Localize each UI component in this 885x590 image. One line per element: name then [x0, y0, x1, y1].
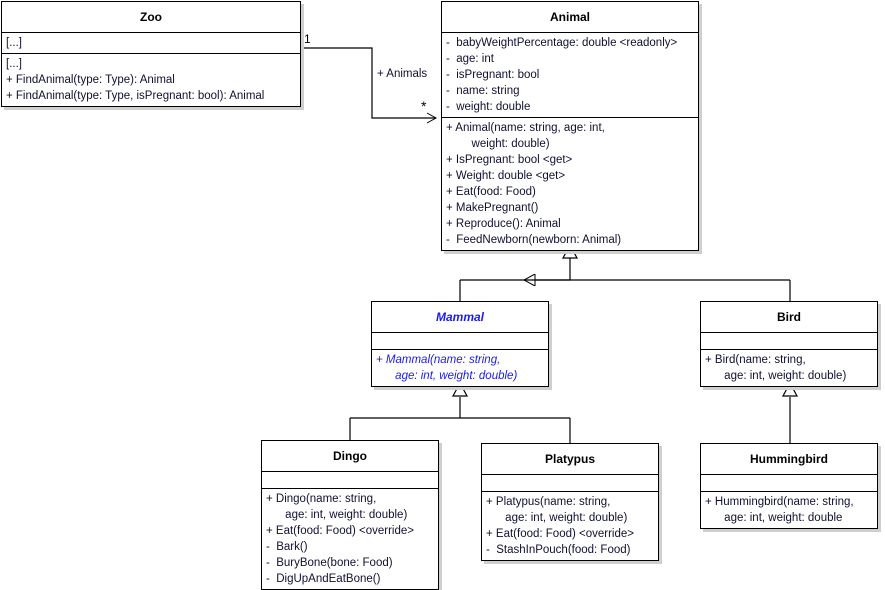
operation-row: age: int, weight: double)	[486, 512, 628, 524]
operation-row: weight: double)	[446, 138, 550, 150]
operation-row: + Bird(name: string,	[705, 354, 806, 366]
class-title-hummingbird: Hummingbird	[701, 444, 877, 475]
operation-row: + Eat(food: Food)	[446, 186, 536, 198]
attribute-row: - name: string	[446, 85, 520, 97]
operation-row: - BuryBone(bone: Food)	[266, 557, 393, 569]
class-box-bird[interactable]: Bird + Bird(name: string, age: int, weig…	[700, 301, 878, 387]
operation-row: age: int, weight: double	[705, 512, 843, 524]
class-operations-zoo: [...] + FindAnimal(type: Type): Animal +…	[2, 54, 300, 106]
class-title-platypus: Platypus	[482, 444, 658, 475]
operation-row: + Animal(name: string, age: int,	[446, 122, 605, 134]
operation-row: age: int, weight: double)	[376, 370, 518, 382]
edge-bird-hummingbird	[781, 381, 799, 443]
edge-mammal-generalizations	[349, 381, 571, 443]
multiplicity-zoo-source: 1	[304, 32, 311, 46]
class-box-hummingbird[interactable]: Hummingbird + Hummingbird(name: string, …	[700, 443, 878, 529]
attribute-row: - isPregnant: bool	[446, 69, 540, 81]
multiplicity-animal-target: *	[421, 98, 427, 114]
class-box-zoo[interactable]: Zoo [...] [...] + FindAnimal(type: Type)…	[1, 1, 301, 107]
attribute-row: - weight: double	[446, 101, 531, 113]
edge-zoo-animal	[303, 47, 438, 124]
class-operations-hummingbird: + Hummingbird(name: string, age: int, we…	[701, 492, 877, 528]
class-operations-bird: + Bird(name: string, age: int, weight: d…	[701, 350, 877, 386]
class-attributes-platypus	[482, 475, 658, 492]
class-operations-mammal: + Mammal(name: string, age: int, weight:…	[372, 350, 548, 386]
class-operations-animal: + Animal(name: string, age: int, weight:…	[442, 118, 698, 250]
class-title-animal: Animal	[442, 2, 698, 33]
operation-row: - StashInPouch(food: Food)	[486, 544, 631, 556]
attribute-row: [...]	[6, 37, 22, 49]
operation-row: + Hummingbird(name: string,	[705, 496, 854, 508]
class-box-animal[interactable]: Animal - babyWeightPercentage: double <r…	[441, 1, 699, 251]
operation-row: + Mammal(name: string,	[376, 354, 501, 366]
class-attributes-hummingbird	[701, 475, 877, 492]
edge-animal-generalizations	[459, 243, 791, 301]
class-box-mammal[interactable]: Mammal + Mammal(name: string, age: int, …	[371, 301, 549, 387]
operation-row: + Weight: double <get>	[446, 170, 566, 182]
class-attributes-animal: - babyWeightPercentage: double <readonly…	[442, 33, 698, 118]
class-title-dingo: Dingo	[262, 441, 438, 472]
class-attributes-dingo	[262, 472, 438, 489]
operation-row: age: int, weight: double)	[705, 370, 847, 382]
operation-row: + Platypus(name: string,	[486, 496, 611, 508]
class-attributes-mammal	[372, 333, 548, 350]
operation-row: + Eat(food: Food) <override>	[266, 525, 414, 537]
operation-row: + Dingo(name: string,	[266, 493, 377, 505]
operation-row: + FindAnimal(type: Type): Animal	[6, 74, 175, 86]
class-attributes-bird	[701, 333, 877, 350]
association-role-label: + Animals	[377, 68, 428, 80]
class-operations-dingo: + Dingo(name: string, age: int, weight: …	[262, 489, 438, 589]
class-box-platypus[interactable]: Platypus + Platypus(name: string, age: i…	[481, 443, 659, 561]
attribute-row: - babyWeightPercentage: double <readonly…	[446, 37, 678, 49]
operation-row: + FindAnimal(type: Type, isPregnant: boo…	[6, 90, 265, 102]
class-title-mammal: Mammal	[372, 302, 548, 333]
class-operations-platypus: + Platypus(name: string, age: int, weigh…	[482, 492, 658, 560]
operation-row: age: int, weight: double)	[266, 509, 408, 521]
class-attributes-zoo: [...]	[2, 33, 300, 54]
attribute-row: - age: int	[446, 53, 494, 65]
class-title-bird: Bird	[701, 302, 877, 333]
operation-row: + Eat(food: Food) <override>	[486, 528, 634, 540]
operation-row: - DigUpAndEatBone()	[266, 573, 381, 585]
class-title-zoo: Zoo	[2, 2, 300, 33]
operation-row: + MakePregnant()	[446, 202, 539, 214]
operation-row: + Reproduce(): Animal	[446, 218, 561, 230]
operation-row: - Bark()	[266, 541, 308, 553]
operation-row: + IsPregnant: bool <get>	[446, 154, 573, 166]
class-box-dingo[interactable]: Dingo + Dingo(name: string, age: int, we…	[261, 440, 439, 590]
operation-row: - FeedNewborn(newborn: Animal)	[446, 234, 622, 246]
operation-row: [...]	[6, 58, 22, 70]
